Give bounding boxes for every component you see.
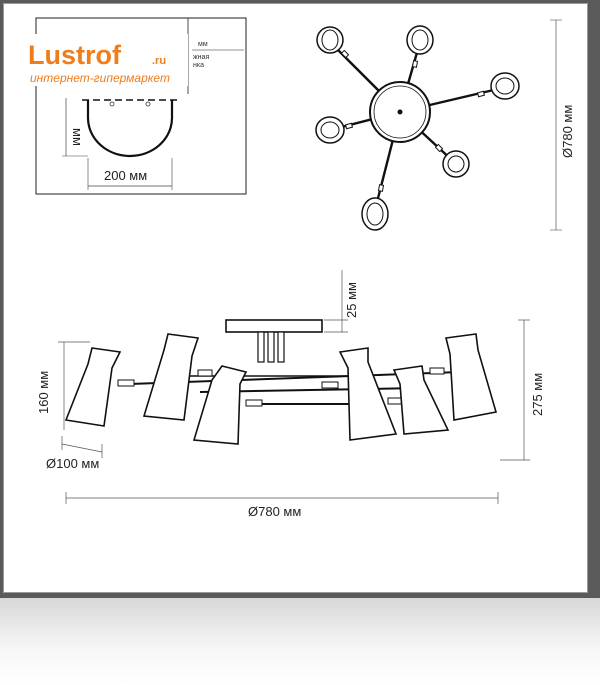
- technical-drawing: мм жная нка мм 200 мм Lustrof .ru интерн…: [20, 17, 575, 519]
- svg-text:Lustrof: Lustrof: [28, 40, 122, 70]
- inset-note-1: мм: [198, 41, 208, 48]
- side-dimensions: [58, 270, 530, 504]
- brand-name: Lustrof: [28, 40, 122, 70]
- inset-width-label: 200 мм: [104, 168, 147, 183]
- total-height-label: 275 мм: [530, 373, 545, 416]
- top-view: [315, 25, 520, 231]
- inset-note-2: жная: [193, 54, 209, 61]
- shade-height-label: 160 мм: [36, 371, 51, 414]
- shade-diameter-label: Ø100 мм: [46, 456, 99, 471]
- brand-tagline: интернет-гипермаркет: [30, 71, 170, 85]
- side-view: [64, 319, 498, 445]
- span-diameter-label: Ø780 мм: [248, 504, 301, 519]
- canopy-height-label: 25 мм: [344, 282, 359, 318]
- brand-domain: .ru: [152, 55, 166, 67]
- top-diameter-dimension: Ø780 мм: [550, 19, 575, 231]
- inset-height-label: мм: [70, 128, 85, 146]
- inset-note-3: нка: [193, 62, 204, 69]
- panel-reflection: [0, 598, 600, 685]
- brand-logo: Lustrof .ru интернет-гипермаркет: [20, 34, 188, 86]
- top-diameter-label: Ø780 мм: [560, 105, 575, 158]
